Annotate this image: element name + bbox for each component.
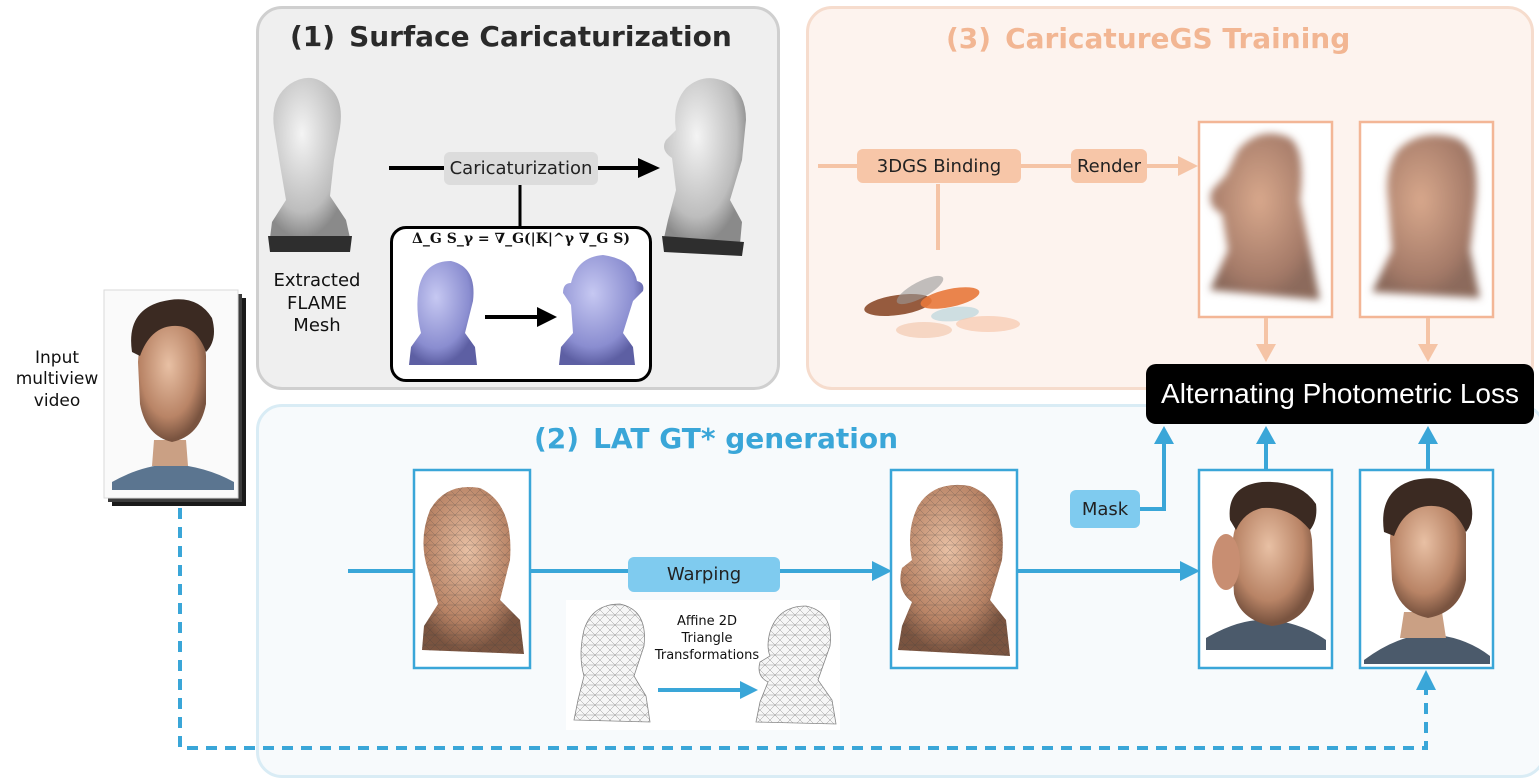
wireframe-head-left bbox=[573, 603, 651, 723]
panel-2-number: (2) bbox=[534, 422, 580, 455]
input-video-stack bbox=[103, 289, 246, 506]
laplacian-equation-box: Δ_G S_γ = ∇_G(|K|^γ ∇_G S) bbox=[390, 226, 652, 382]
blurred-normal-render bbox=[1372, 134, 1480, 298]
wireframe-head-right bbox=[755, 605, 837, 725]
loss-arrow-1-head bbox=[1256, 344, 1276, 362]
warping-arrow-head bbox=[872, 561, 892, 581]
caricature-gt-face bbox=[1206, 481, 1326, 650]
equation-illustration bbox=[409, 255, 644, 365]
mask-step: Mask bbox=[1070, 490, 1140, 528]
render-arrow-head bbox=[1178, 156, 1198, 176]
panel-1-number: (1) bbox=[290, 20, 336, 53]
panel-2-title-text: LAT GT* generation bbox=[593, 422, 899, 455]
caricature-mesh-head-icon bbox=[662, 78, 746, 256]
laplacian-equation: Δ_G S_γ = ∇_G(|K|^γ ∇_G S) bbox=[412, 231, 630, 247]
input-video-label: Input multiview video bbox=[15, 348, 99, 411]
affine-transform-label: Affine 2D Triangle Transformations bbox=[654, 614, 760, 663]
input-gt-dashed-path bbox=[178, 508, 1428, 750]
alternating-photometric-loss: Alternating Photometric Loss bbox=[1146, 364, 1534, 424]
caricaturization-step: Caricaturization bbox=[444, 152, 598, 185]
panel-1-title-text: Surface Caricaturization bbox=[349, 20, 732, 53]
gaussian-splats-icon bbox=[864, 275, 1020, 338]
panel-3-title-text: CaricatureGS Training bbox=[1005, 22, 1351, 55]
panel-2-title: (2) LAT GT* generation bbox=[534, 422, 898, 455]
render-step: Render bbox=[1071, 149, 1147, 183]
gt-loss-arrow-2-head bbox=[1418, 426, 1438, 444]
affine-arrow-head bbox=[740, 681, 758, 699]
caricaturization-arrow-head bbox=[638, 158, 660, 178]
mask-connector bbox=[1140, 440, 1166, 511]
panel-3-title: (3) CaricatureGS Training bbox=[946, 22, 1350, 55]
3dgs-binding-step: 3DGS Binding bbox=[857, 149, 1021, 183]
original-gt-face bbox=[1364, 478, 1490, 664]
input-gt-dashed-arrow-head bbox=[1416, 670, 1436, 690]
extracted-flame-mesh-label: Extracted FLAME Mesh bbox=[273, 270, 361, 336]
gt-loss-arrow-1-head bbox=[1256, 426, 1276, 444]
textured-mesh-head-input bbox=[422, 486, 524, 654]
mask-arrow-head bbox=[1154, 426, 1174, 444]
warping-step: Warping bbox=[628, 557, 780, 592]
textured-mesh-head-warped bbox=[898, 484, 1010, 656]
flame-mesh-head-icon bbox=[268, 77, 352, 252]
blurred-caricature-render bbox=[1210, 133, 1320, 300]
panel-3-number: (3) bbox=[946, 22, 992, 55]
output-arrow-head bbox=[1180, 561, 1200, 581]
panel-1-title: (1) Surface Caricaturization bbox=[290, 20, 732, 53]
loss-arrow-2-head bbox=[1418, 344, 1438, 362]
